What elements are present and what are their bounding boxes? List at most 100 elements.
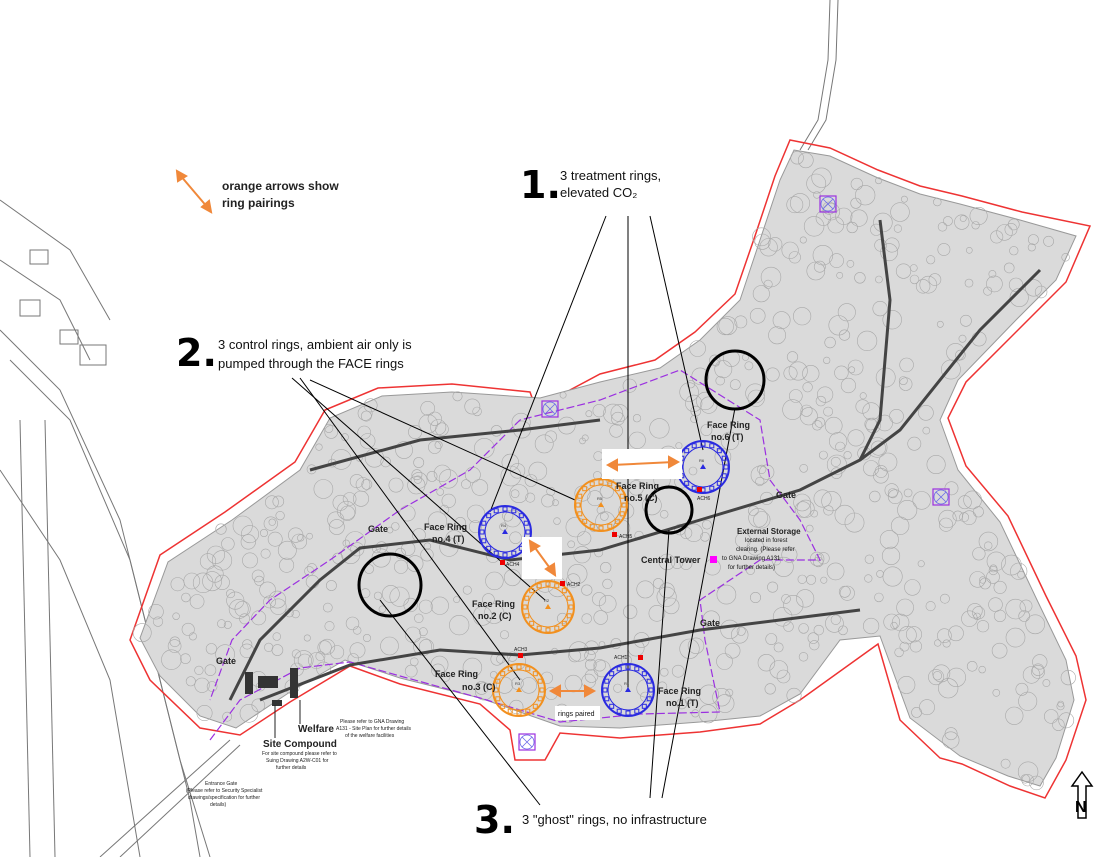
tree — [349, 474, 364, 489]
tree — [837, 303, 856, 322]
tree — [846, 221, 858, 234]
tower-marker — [819, 195, 837, 213]
tree — [454, 516, 466, 529]
svg-text:elevated CO₂: elevated CO₂ — [560, 185, 637, 200]
tree — [1005, 706, 1024, 725]
tree — [919, 699, 935, 716]
legend: orange arrows show ring pairings — [222, 179, 339, 210]
tree — [267, 531, 283, 547]
tree — [306, 532, 313, 540]
ach-markers — [500, 487, 702, 660]
tree — [395, 441, 413, 459]
tree — [850, 209, 868, 227]
tree — [202, 571, 223, 592]
tree — [217, 619, 226, 629]
tree — [684, 523, 703, 542]
tree — [1019, 599, 1033, 613]
tree — [887, 489, 903, 505]
tree — [937, 628, 952, 644]
tree — [611, 411, 625, 426]
tree — [679, 557, 693, 570]
tree — [1056, 702, 1065, 711]
tree — [915, 279, 931, 294]
tree — [828, 432, 848, 451]
tree — [1028, 234, 1039, 245]
tree — [891, 613, 910, 632]
tree — [907, 436, 922, 451]
tree — [824, 336, 836, 349]
tree — [1025, 614, 1045, 635]
site-labels: Gate Gate Gate Gate Central Tower Extern… — [216, 490, 801, 750]
tree — [925, 601, 936, 612]
tree — [875, 275, 883, 284]
tree — [293, 650, 314, 670]
svg-text:no.6 (T): no.6 (T) — [711, 432, 744, 442]
tree — [712, 687, 731, 707]
tree — [272, 495, 285, 508]
tree — [215, 523, 227, 535]
tree — [882, 566, 903, 587]
tree — [353, 626, 362, 635]
tree — [936, 320, 944, 328]
tree — [324, 425, 339, 439]
tree — [976, 620, 990, 633]
tree — [790, 151, 804, 165]
tree — [823, 505, 834, 516]
tree — [222, 711, 233, 722]
tree — [702, 519, 712, 530]
ghost-rings — [357, 349, 766, 618]
tree — [817, 552, 830, 565]
tree — [749, 591, 761, 603]
tree-canopy — [132, 151, 1076, 791]
tree — [264, 495, 279, 510]
tree — [844, 512, 865, 533]
svg-text:to GNA Drawing A131: to GNA Drawing A131 — [722, 556, 781, 562]
tree — [194, 665, 204, 676]
tree — [598, 594, 617, 613]
tree — [211, 550, 233, 571]
gate-label: Gate — [368, 524, 388, 534]
tree — [628, 480, 644, 496]
tree — [799, 463, 809, 473]
tree — [715, 694, 735, 713]
tree — [972, 547, 986, 561]
tree — [946, 667, 967, 688]
tree — [1024, 279, 1043, 297]
tree — [807, 632, 819, 644]
tree — [1058, 712, 1075, 729]
tree — [803, 216, 825, 237]
tree — [898, 376, 908, 385]
tree — [772, 311, 791, 330]
tree — [798, 652, 809, 662]
tree — [167, 639, 182, 653]
svg-text:drawings/specification for fur: drawings/specification for further — [188, 795, 260, 801]
tree — [322, 602, 333, 613]
tree — [814, 553, 823, 562]
tree — [485, 571, 504, 591]
tree — [838, 585, 851, 598]
tree — [279, 557, 295, 573]
tree — [979, 576, 987, 584]
tree — [241, 525, 260, 544]
tree — [1043, 235, 1054, 247]
tree — [897, 676, 916, 694]
tree — [689, 340, 706, 357]
tree — [898, 377, 913, 391]
tree — [264, 642, 274, 653]
tree — [747, 389, 765, 407]
tree — [725, 688, 734, 697]
tree — [228, 599, 249, 619]
tree — [988, 270, 997, 278]
tree — [716, 653, 733, 670]
tree — [268, 590, 287, 609]
tree — [499, 630, 509, 640]
ring-code: R1 — [624, 681, 630, 686]
tree — [263, 516, 278, 531]
tree — [325, 580, 337, 591]
tree — [623, 604, 638, 619]
tree — [847, 359, 864, 376]
tree — [404, 664, 418, 678]
ring-code: R4 — [501, 523, 507, 528]
tree — [1061, 253, 1070, 262]
tree — [345, 616, 360, 631]
